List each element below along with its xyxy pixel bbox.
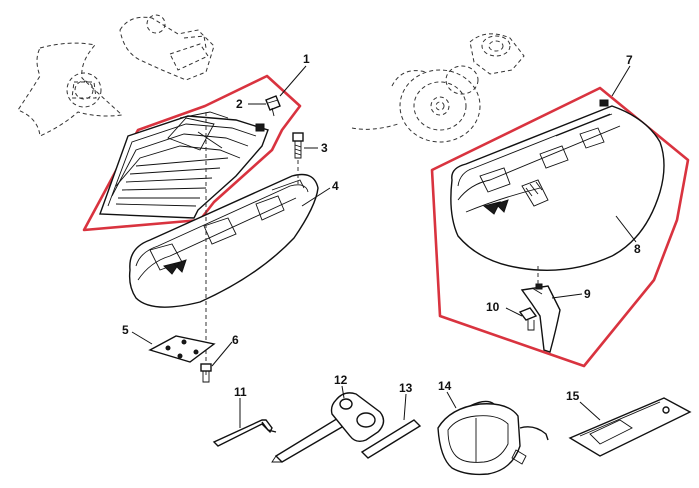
bracket-part-9 [520, 266, 561, 353]
leader-lines [131, 65, 637, 428]
callout-11: 11 [234, 385, 247, 399]
callout-4: 4 [332, 179, 339, 193]
ghost-disc-assembly-right [351, 33, 525, 143]
callout-5: 5 [122, 323, 129, 337]
highlight-frame-part-1 [82, 74, 302, 232]
guard-plate-part-1 [99, 111, 269, 219]
callout-10: 10 [486, 300, 500, 314]
clip-part-2 [265, 95, 281, 117]
callout-12: 12 [334, 373, 348, 387]
callout-8: 8 [634, 242, 641, 256]
bolt-part-10 [518, 307, 538, 331]
plate-part-5 [148, 335, 216, 363]
callout-3: 3 [321, 141, 328, 155]
callout-7: 7 [626, 53, 633, 67]
hex-key-part-11 [212, 419, 277, 447]
pouch-part-15 [568, 397, 692, 457]
callout-15: 15 [566, 389, 580, 403]
callout-6: 6 [232, 333, 239, 347]
highlight-frame-part-7 [430, 86, 690, 368]
callout-14: 14 [438, 379, 452, 393]
lower-cover-part-4 [128, 173, 319, 308]
safety-goggles-part-14 [437, 400, 549, 476]
callout-labels: 1 2 3 4 5 6 7 8 9 10 11 12 13 14 15 [122, 52, 641, 403]
callout-9: 9 [584, 287, 591, 301]
bolt-part-6 [200, 363, 212, 383]
ghost-blade-assembly-left [17, 14, 215, 137]
bolt-part-3 [292, 132, 304, 159]
rod-part-13 [360, 419, 422, 459]
box-wrench-part-12 [271, 392, 385, 463]
callout-13: 13 [399, 381, 413, 395]
callout-2: 2 [236, 97, 243, 111]
callout-1: 1 [303, 52, 310, 66]
large-guard-part-8 [450, 99, 665, 271]
